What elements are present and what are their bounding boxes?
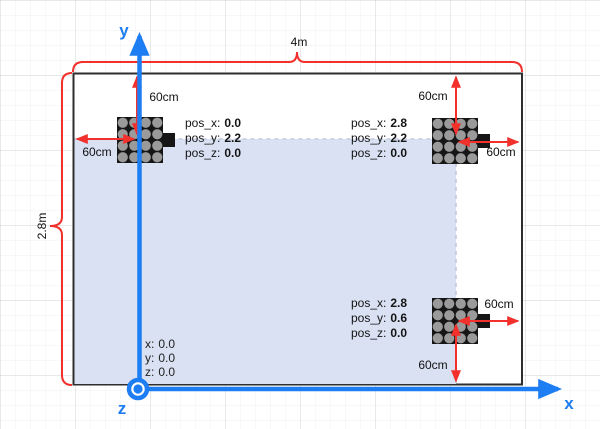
origin-line: x:0.0 [145,337,176,351]
z-axis-label: z [117,399,127,418]
origin-marker-dot [133,384,143,394]
offset-label-tr-horizontal: 60cm [486,145,516,159]
pos-line: pos_y:2.2 [185,131,242,145]
height-brace [49,72,73,386]
room-width-label: 4m [290,35,308,49]
offset-arrows [75,75,520,383]
offset-label-br-horizontal: 60cm [484,297,514,311]
pos-line: pos_x:2.8 [351,296,408,310]
offset-label-tr-vertical: 60cm [418,89,448,103]
offset-label-tl-vertical: 60cm [149,90,179,104]
pos-line: pos_z:0.0 [351,326,408,340]
origin-readout: x:0.0 y:0.0 z:0.0 [145,337,175,379]
origin-line: y:0.0 [145,351,176,365]
pos-readout-top-right: pos_x:2.8 pos_y:2.2 pos_z:0.0 [351,116,407,161]
pos-line: pos_z:0.0 [351,146,408,160]
pos-line: pos_y:2.2 [351,131,408,145]
pos-line: pos_x:0.0 [185,116,242,130]
pos-line: pos_y:0.6 [351,311,408,325]
width-brace [72,51,523,73]
coverage-zone [74,139,456,384]
pos-readout-bottom-right: pos_x:2.8 pos_y:0.6 pos_z:0.0 [351,296,407,341]
offset-label-br-vertical: 60cm [418,358,448,372]
x-axis-label: x [564,394,574,413]
pos-line: pos_x:2.8 [351,116,408,130]
pos-readout-top-left: pos_x:0.0 pos_y:2.2 pos_z:0.0 [185,116,241,161]
pos-line: pos_z:0.0 [185,146,242,160]
y-axis-label: y [119,21,129,40]
room-height-label: 2.8m [35,212,49,240]
origin-line: z:0.0 [145,365,176,379]
offset-label-tl-horizontal: 60cm [82,145,112,159]
